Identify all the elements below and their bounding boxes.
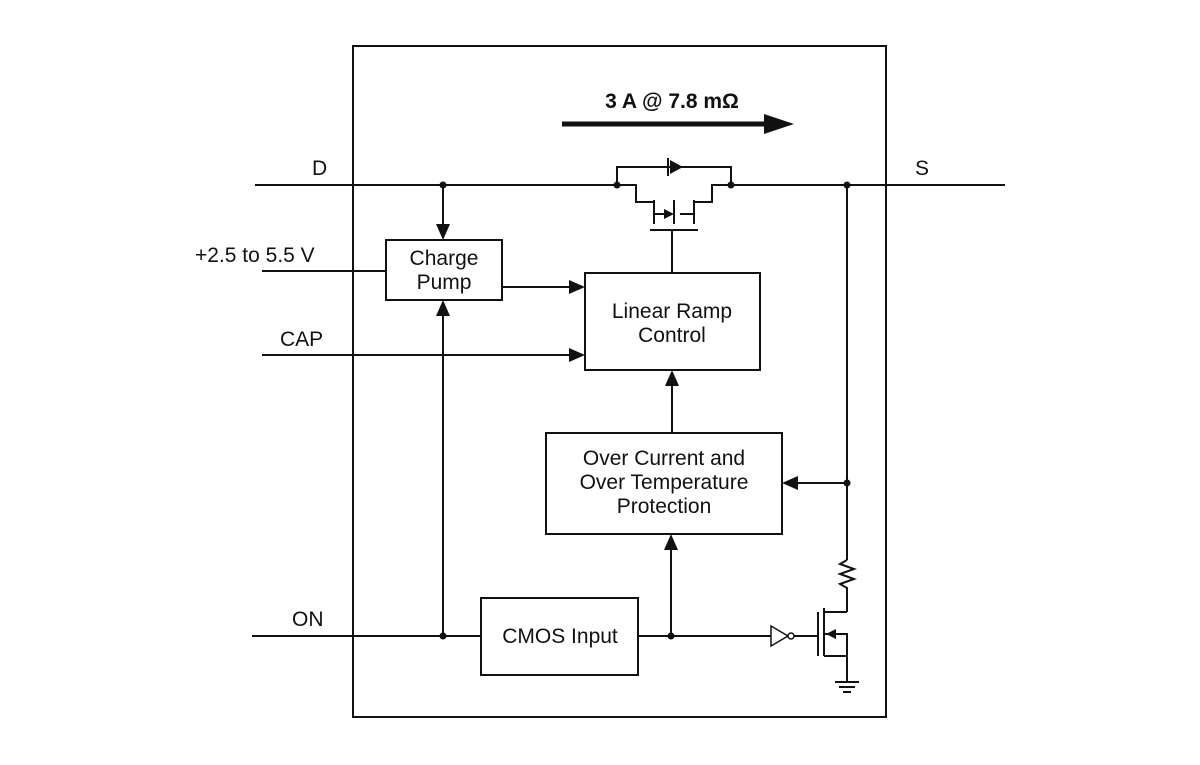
current-arrow	[562, 114, 794, 134]
pin-cap-label: CAP	[280, 328, 323, 351]
protection-block	[545, 432, 783, 535]
package-outline	[352, 45, 887, 718]
cmos-input-label: CMOS Input	[502, 625, 618, 648]
charge-pump-block	[385, 239, 503, 301]
pass-mosfet	[616, 158, 732, 273]
charge-pump-label-2: Pump	[417, 271, 472, 294]
discharge-resistor	[837, 559, 857, 612]
current-rating-label: 3 A @ 7.8 mΩ	[605, 90, 739, 113]
charge-pump-label-1: Charge	[410, 247, 479, 270]
protection-label-3: Protection	[617, 495, 712, 518]
linear-ramp-label-1: Linear Ramp	[612, 300, 732, 323]
linear-ramp-label-2: Control	[638, 324, 706, 347]
linear-ramp-control-block	[584, 272, 761, 371]
inverter-gate	[770, 624, 818, 648]
junction-s-left	[727, 181, 735, 189]
pin-on-label: ON	[292, 608, 324, 631]
pin-s-label: S	[915, 157, 929, 180]
pin-d-label: D	[312, 157, 327, 180]
junction-d-left	[613, 181, 621, 189]
discharge-mosfet	[817, 608, 848, 682]
protection-label-2: Over Temperature	[580, 471, 749, 494]
pin-supply-label: +2.5 to 5.5 V	[195, 244, 315, 267]
ground-symbol	[835, 681, 859, 693]
protection-label-1: Over Current and	[583, 447, 745, 470]
